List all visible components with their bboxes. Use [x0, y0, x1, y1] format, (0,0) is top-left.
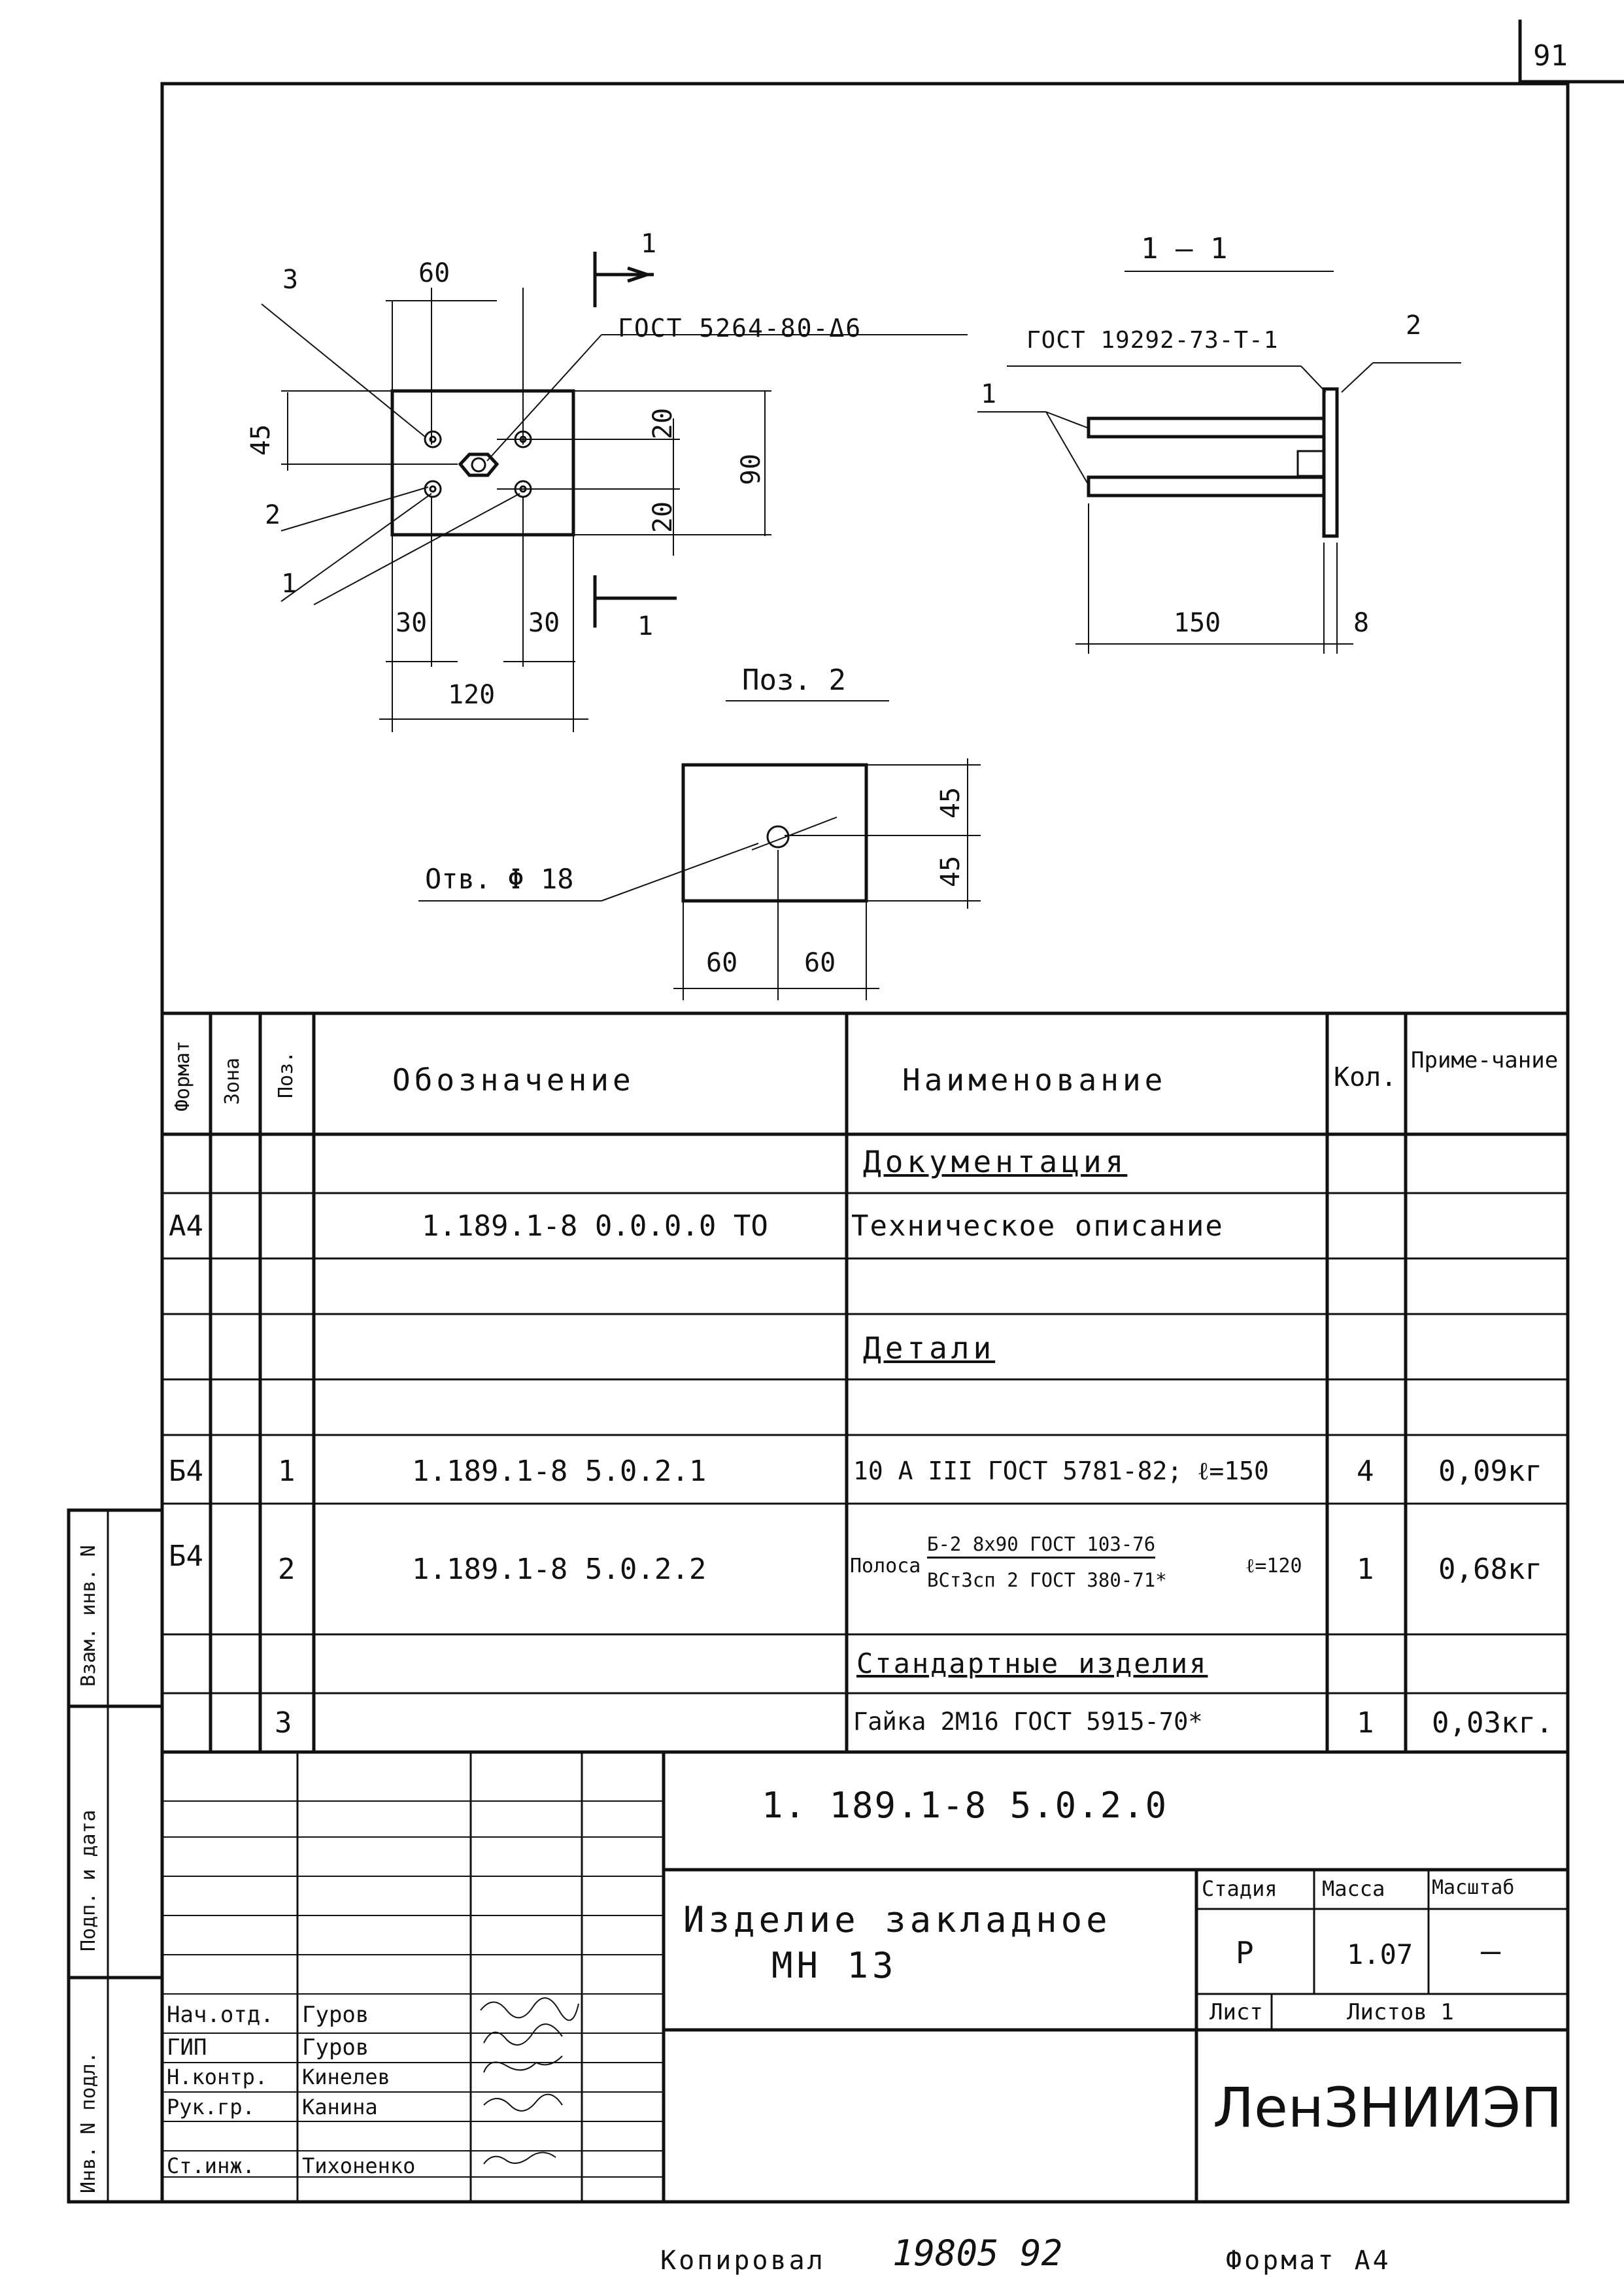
sheet-number: 91: [1533, 39, 1568, 73]
tb-role-5: Ст.инж.: [167, 2153, 255, 2178]
row6-name-prefix: Полоса: [850, 1555, 921, 1577]
tb-sheet-label: Лист: [1210, 1999, 1263, 2025]
row5-name: 10 А III ГОСТ 5781-82; ℓ=150: [853, 1457, 1269, 1485]
tb-role-3: Н.контр.: [167, 2065, 268, 2089]
dim-plan-bottom-total: 120: [448, 680, 496, 710]
header-note: Приме-чание: [1411, 1047, 1559, 1073]
footer-copied-label: Копировал: [660, 2246, 826, 2276]
plate-plan: [390, 389, 575, 537]
callout-1: 1: [281, 569, 297, 599]
weld-std-left: ГОСТ 5264-80-Δ6: [618, 314, 862, 343]
section-title: 1 — 1: [1141, 232, 1228, 265]
row-details-title: Детали: [863, 1330, 996, 1366]
header-qty: Кол.: [1334, 1062, 1397, 1092]
row6-designation: 1.189.1-8 5.0.2.2: [412, 1553, 707, 1586]
row6-name-suffix: ℓ=120: [1245, 1555, 1302, 1577]
row5-pos: 1: [278, 1455, 296, 1488]
row8-pos: 3: [275, 1706, 292, 1740]
dim-plan-bottom-right: 30: [528, 608, 560, 638]
row6-format: Б4: [169, 1540, 203, 1573]
plate-pos2: [681, 763, 868, 903]
side-stamp-replace: Взам. инв. N: [77, 1545, 100, 1687]
dim-plan-left: 45: [246, 424, 277, 456]
row1-format: А4: [169, 1209, 203, 1243]
row5-note: 0,09кг: [1438, 1455, 1542, 1488]
row-doc-title: Документация: [863, 1144, 1128, 1179]
dim-plan-bottom-left: 30: [396, 608, 428, 638]
row1-name: Техническое описание: [851, 1209, 1224, 1243]
plate-section: [1322, 387, 1339, 538]
hole-pos2: [766, 825, 790, 849]
header-name: Наименование: [902, 1062, 1167, 1098]
row8-name: Гайка 2М16 ГОСТ 5915-70*: [853, 1708, 1203, 1736]
tb-stage: Р: [1236, 1935, 1254, 1970]
tb-sheets-label: Листов 1: [1347, 1999, 1454, 2025]
header-zone: Зона: [221, 1057, 244, 1105]
tb-person-3: Кинелев: [302, 2065, 390, 2089]
pos2-label: Поз. 2: [742, 664, 846, 697]
row6-note: 0,68кг: [1438, 1553, 1542, 1586]
dim-pos2-right-top: 45: [936, 786, 966, 819]
tb-scale-label: Масштаб: [1432, 1876, 1515, 1899]
dim-plan-right-2: 20: [648, 501, 679, 533]
row5-designation: 1.189.1-8 5.0.2.1: [412, 1455, 707, 1488]
dim-plan-top: 60: [418, 258, 450, 288]
row-std-title: Стандартные изделия: [856, 1647, 1208, 1679]
row6-qty: 1: [1357, 1553, 1374, 1586]
hole-label: Отв. Φ 18: [425, 863, 574, 895]
section-mark-bottom: 1: [637, 611, 654, 641]
header-format: Формат: [171, 1040, 194, 1111]
row5-qty: 4: [1357, 1455, 1374, 1488]
callout-section-1: 1: [981, 379, 997, 409]
header-pos: Поз.: [275, 1051, 297, 1098]
tb-code: 1. 189.1-8 5.0.2.0: [762, 1785, 1168, 1826]
dim-pos2-bottom-right: 60: [804, 948, 836, 978]
tb-person-1: Гуров: [302, 2002, 369, 2028]
tb-scale: —: [1481, 1932, 1501, 1970]
row6-pos: 2: [278, 1553, 296, 1586]
weld-std-right: ГОСТ 19292-73-Т-1: [1026, 327, 1279, 354]
row5-format: Б4: [169, 1455, 203, 1488]
row1-designation: 1.189.1-8 0.0.0.0 ТО: [422, 1209, 768, 1243]
tb-role-2: ГИП: [167, 2034, 207, 2061]
tb-name-1: Изделие закладное: [683, 1899, 1111, 1940]
callout-3: 3: [282, 265, 299, 295]
callout-2: 2: [265, 500, 281, 530]
callout-section-2: 2: [1406, 311, 1422, 341]
dim-plan-right-1: 20: [648, 407, 679, 440]
section-mark-top: 1: [641, 229, 657, 259]
row8-qty: 1: [1357, 1706, 1374, 1740]
main-frame: [160, 82, 1570, 2204]
sheet-number-box: [1518, 20, 1624, 84]
tb-role-1: Нач.отд.: [167, 2002, 274, 2028]
side-stamp-frame: [67, 1508, 164, 2204]
tb-mass-label: Масса: [1322, 1876, 1385, 1901]
side-stamp-inv: Инв. N подл.: [77, 2051, 100, 2193]
dim-plan-right-total: 90: [736, 453, 767, 486]
tb-person-2: Гуров: [302, 2034, 369, 2061]
tb-stage-label: Стадия: [1202, 1876, 1277, 1901]
dim-pos2-right-bottom: 45: [936, 855, 966, 888]
tb-role-4: Рук.гр.: [167, 2095, 255, 2119]
side-stamp-sign-date: Подп. и дата: [77, 1810, 100, 1951]
tb-person-5: Тихоненко: [302, 2153, 416, 2178]
footer-format-label: Формат А4: [1226, 2246, 1391, 2276]
header-designation: Обозначение: [392, 1062, 635, 1098]
tb-mass: 1.07: [1347, 1938, 1413, 1970]
dim-pos2-bottom-left: 60: [706, 948, 738, 978]
row6-name-bottom: ВСт3сп 2 ГОСТ 380-71*: [927, 1569, 1167, 1591]
row6-name-top: Б-2 8x90 ГОСТ 103-76: [927, 1533, 1156, 1559]
dim-section-length: 150: [1174, 608, 1221, 638]
tb-name-2: МН 13: [771, 1945, 898, 1986]
footer-copy-number: 19805 92: [892, 2233, 1063, 2274]
tb-person-4: Канина: [302, 2095, 378, 2119]
nut-plan: [458, 452, 499, 477]
dim-section-thickness: 8: [1353, 608, 1370, 638]
tb-org: ЛенЗНИИЭП: [1213, 2076, 1563, 2140]
row8-note: 0,03кг.: [1432, 1706, 1553, 1740]
